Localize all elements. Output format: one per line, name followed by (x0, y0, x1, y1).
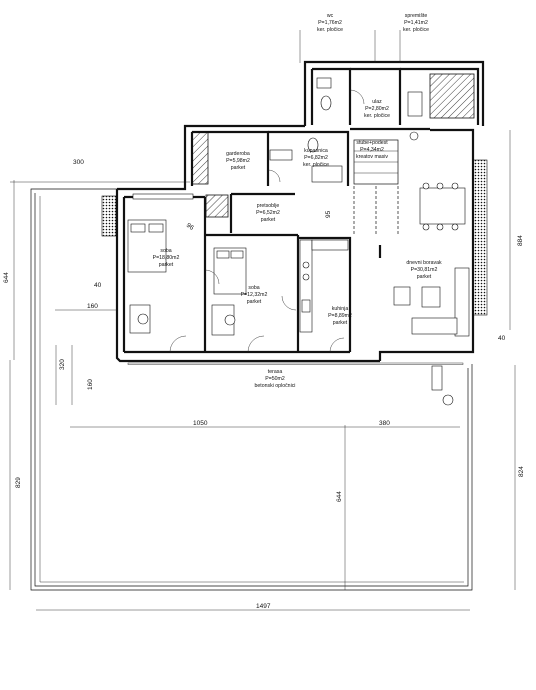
room-area: P=1,76m2 (318, 20, 342, 26)
room-area: P=6,82m2 (304, 155, 328, 161)
room-area: P=8,89m2 (328, 313, 352, 319)
dim-884: 884 (517, 235, 524, 246)
stone-wall-left (101, 195, 117, 237)
room-name: wc (327, 13, 334, 19)
room-name: kuhinja (332, 306, 349, 312)
stairs (353, 139, 399, 235)
room-floor: ker. pločice (364, 113, 390, 119)
room-area: P=6,52m2 (256, 210, 280, 216)
room-label-garderoba: garderoba P=5,98m2 parket (226, 151, 250, 171)
room-floor: parket (159, 262, 174, 268)
dim-644-mid: 644 (336, 491, 343, 502)
dim-824: 824 (518, 466, 525, 477)
room-label-pretsoblje: pretsoblje P=6,52m2 parket (256, 203, 280, 223)
dim-40-right: 40 (498, 335, 506, 342)
dim-160-top: 160 (87, 303, 98, 310)
room-area: P=1,41m2 (404, 20, 428, 26)
room-floor: ker. pločice (403, 27, 429, 33)
room-floor: parket (231, 165, 246, 171)
terrace-outline (30, 188, 473, 591)
room-floor: parket (247, 299, 262, 305)
room-area: P=5,98m2 (226, 158, 250, 164)
room-floor: ker. pločice (317, 27, 343, 33)
room-label-dnevni-boravak: dnevni boravak P=30,81m2 parket (406, 260, 442, 280)
room-area: P=18,80m2 (153, 255, 180, 261)
dim-160-bot: 160 (87, 379, 94, 390)
room-name: soba (248, 285, 259, 291)
room-floor: parket (261, 217, 276, 223)
room-label-ulaz: ulaz P=2,80m2 ker. pločice (364, 99, 390, 119)
dim-1050: 1050 (193, 420, 208, 427)
room-label-terasa: terasa P=50m2 betonski opločnici (255, 369, 296, 389)
dim-829: 829 (15, 477, 22, 488)
room-name: garderoba (226, 151, 250, 157)
room-label-wc: wc P=1,76m2 ker. pločice (317, 13, 343, 33)
room-floor: parket (333, 320, 348, 326)
room-area: P=50m2 (265, 376, 285, 382)
dim-644-left: 644 (3, 272, 10, 283)
room-label-spremiste: spremište P=1,41m2 ker. pločice (403, 13, 429, 33)
dim-320: 320 (59, 359, 66, 370)
dim-300: 300 (73, 159, 84, 166)
room-area: P=30,81m2 (411, 267, 438, 273)
room-label-stube: stube+podest P=4,34m2 kreatov masiv (356, 140, 388, 160)
hatched-elements (132, 73, 475, 218)
furniture (127, 77, 470, 406)
room-label-kuhinja: kuhinja P=8,89m2 parket (328, 306, 352, 326)
room-name: spremište (405, 13, 428, 19)
room-name: terasa (268, 369, 283, 375)
dim-1497: 1497 (256, 603, 271, 610)
dim-40-left: 40 (94, 282, 102, 289)
room-floor: ker. pločice (303, 162, 329, 168)
room-name: kupaonica (304, 148, 328, 154)
dim-96: 96 (185, 222, 195, 232)
room-label-soba-1: soba P=18,80m2 parket (153, 248, 180, 268)
room-area: P=4,34m2 (360, 147, 384, 153)
room-floor: betonski opločnici (255, 383, 296, 389)
room-label-kupaonica: kupaonica P=6,82m2 ker. pločice (303, 148, 329, 168)
room-floor: parket (417, 274, 432, 280)
stone-wall-right (472, 159, 488, 316)
room-area: P=2,80m2 (365, 106, 389, 112)
room-floor: kreatov masiv (356, 154, 388, 160)
room-label-soba-2: soba P=12,32m2 parket (241, 285, 268, 305)
room-name: pretsoblje (257, 203, 280, 209)
room-name: soba (160, 248, 171, 254)
dim-95: 95 (325, 210, 332, 218)
dimension-lines (9, 30, 516, 611)
room-name: dnevni boravak (406, 260, 442, 266)
room-name: ulaz (372, 99, 382, 105)
door-swings (169, 89, 365, 353)
room-name: stube+podest (356, 140, 388, 146)
room-area: P=12,32m2 (241, 292, 268, 298)
dim-380: 380 (379, 420, 390, 427)
